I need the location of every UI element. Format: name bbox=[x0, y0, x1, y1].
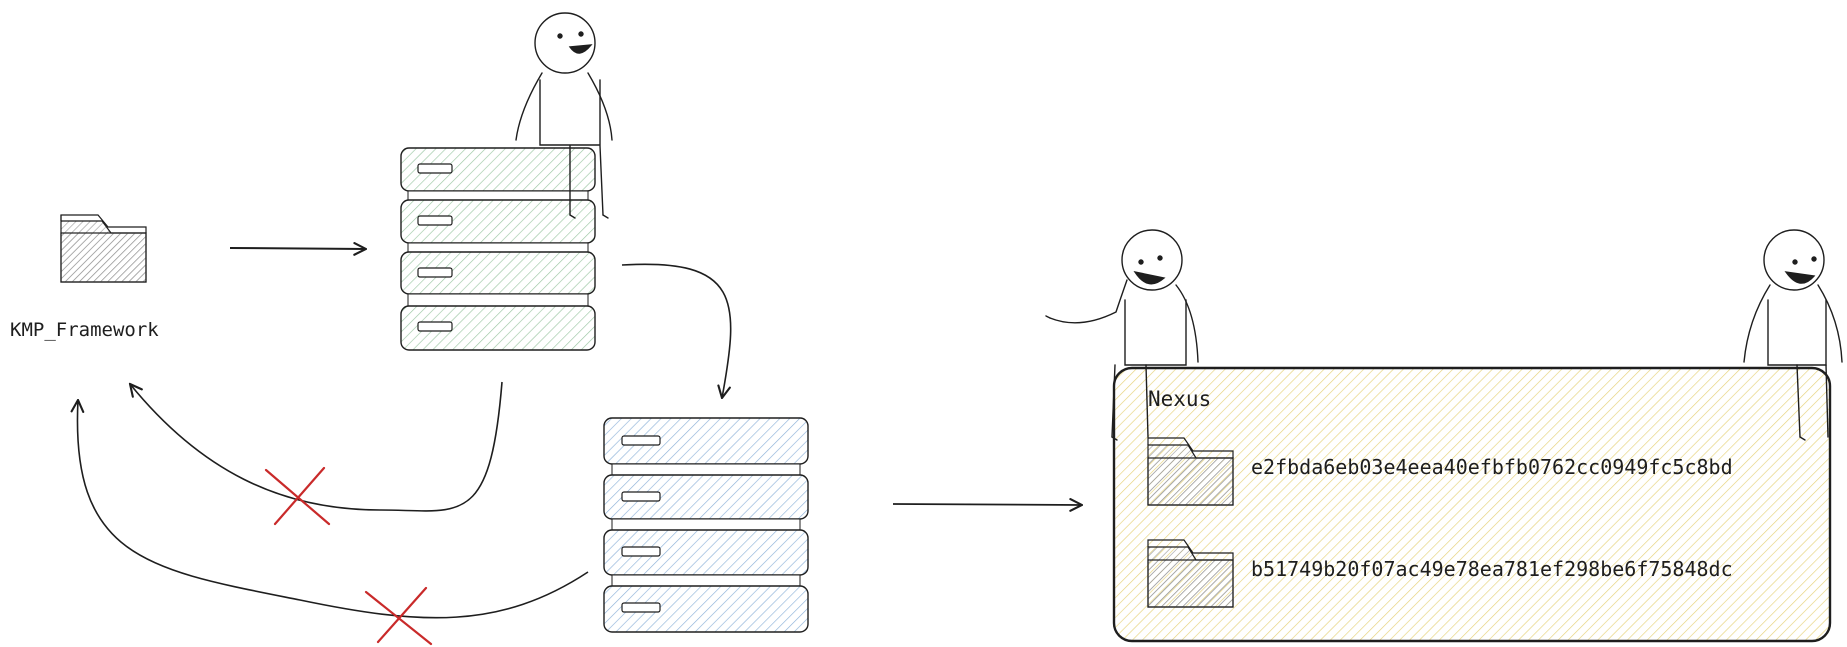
arrow-to-nexus bbox=[892, 504, 1082, 505]
person-icon bbox=[1743, 229, 1843, 441]
server-stack-icon bbox=[400, 147, 596, 351]
artifact-hash-label: b51749b20f07ac49e78ea781ef298be6f75848dc bbox=[1251, 557, 1733, 581]
artifact-folder-icon bbox=[1147, 539, 1234, 608]
artifact-hash-label: e2fbda6eb03e4eea40efbfb0762cc0949fc5c8bd bbox=[1251, 455, 1733, 479]
arrow-to-second-server bbox=[621, 263, 732, 398]
artifact-folder-icon bbox=[1147, 437, 1234, 506]
blocked-cross-icon bbox=[364, 586, 433, 646]
person-icon bbox=[515, 12, 613, 219]
blocked-return-arrow bbox=[77, 400, 589, 619]
blocked-cross-icon bbox=[264, 466, 331, 526]
blocked-return-arrow bbox=[130, 381, 503, 512]
framework-label: KMP_Framework bbox=[10, 319, 159, 341]
arrow-to-build-server bbox=[229, 248, 366, 249]
nexus-title: Nexus bbox=[1148, 387, 1211, 411]
nexus-repository bbox=[1112, 366, 1832, 643]
server-stack-icon bbox=[603, 417, 809, 633]
framework-folder-icon bbox=[60, 214, 147, 283]
person-icon bbox=[1045, 229, 1199, 441]
